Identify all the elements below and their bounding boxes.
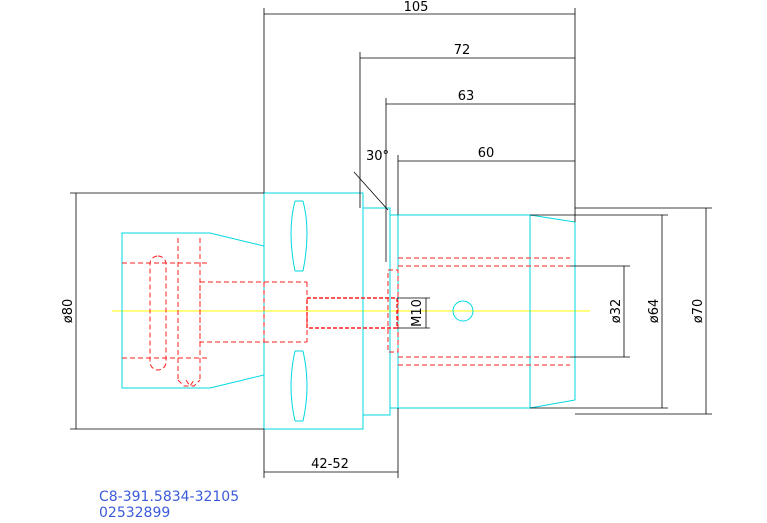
dim-dia-64: ø64 (647, 299, 662, 324)
holder-body (398, 214, 576, 409)
hidden-lines (122, 238, 570, 387)
dimension-lines (70, 8, 712, 478)
part-number: 02532899 (99, 505, 171, 521)
dim-thread-m10: M10 (410, 299, 425, 327)
thread-hidden (306, 297, 398, 329)
dim-dia-80: ø80 (61, 299, 76, 324)
cross-hole (452, 300, 474, 322)
dim-42-52: 42-52 (311, 457, 349, 472)
drive-slot-top (290, 200, 308, 272)
dim-105: 105 (404, 0, 429, 15)
drive-slot-bottom (290, 350, 308, 422)
dim-dia-32: ø32 (609, 299, 624, 324)
dim-72: 72 (454, 43, 471, 58)
dim-63: 63 (458, 89, 475, 104)
dim-dia-70: ø70 (691, 299, 706, 324)
dim-angle-30: 30° (366, 149, 389, 164)
part-code: C8-391.5834-32105 (99, 489, 240, 505)
dim-60: 60 (478, 146, 495, 161)
